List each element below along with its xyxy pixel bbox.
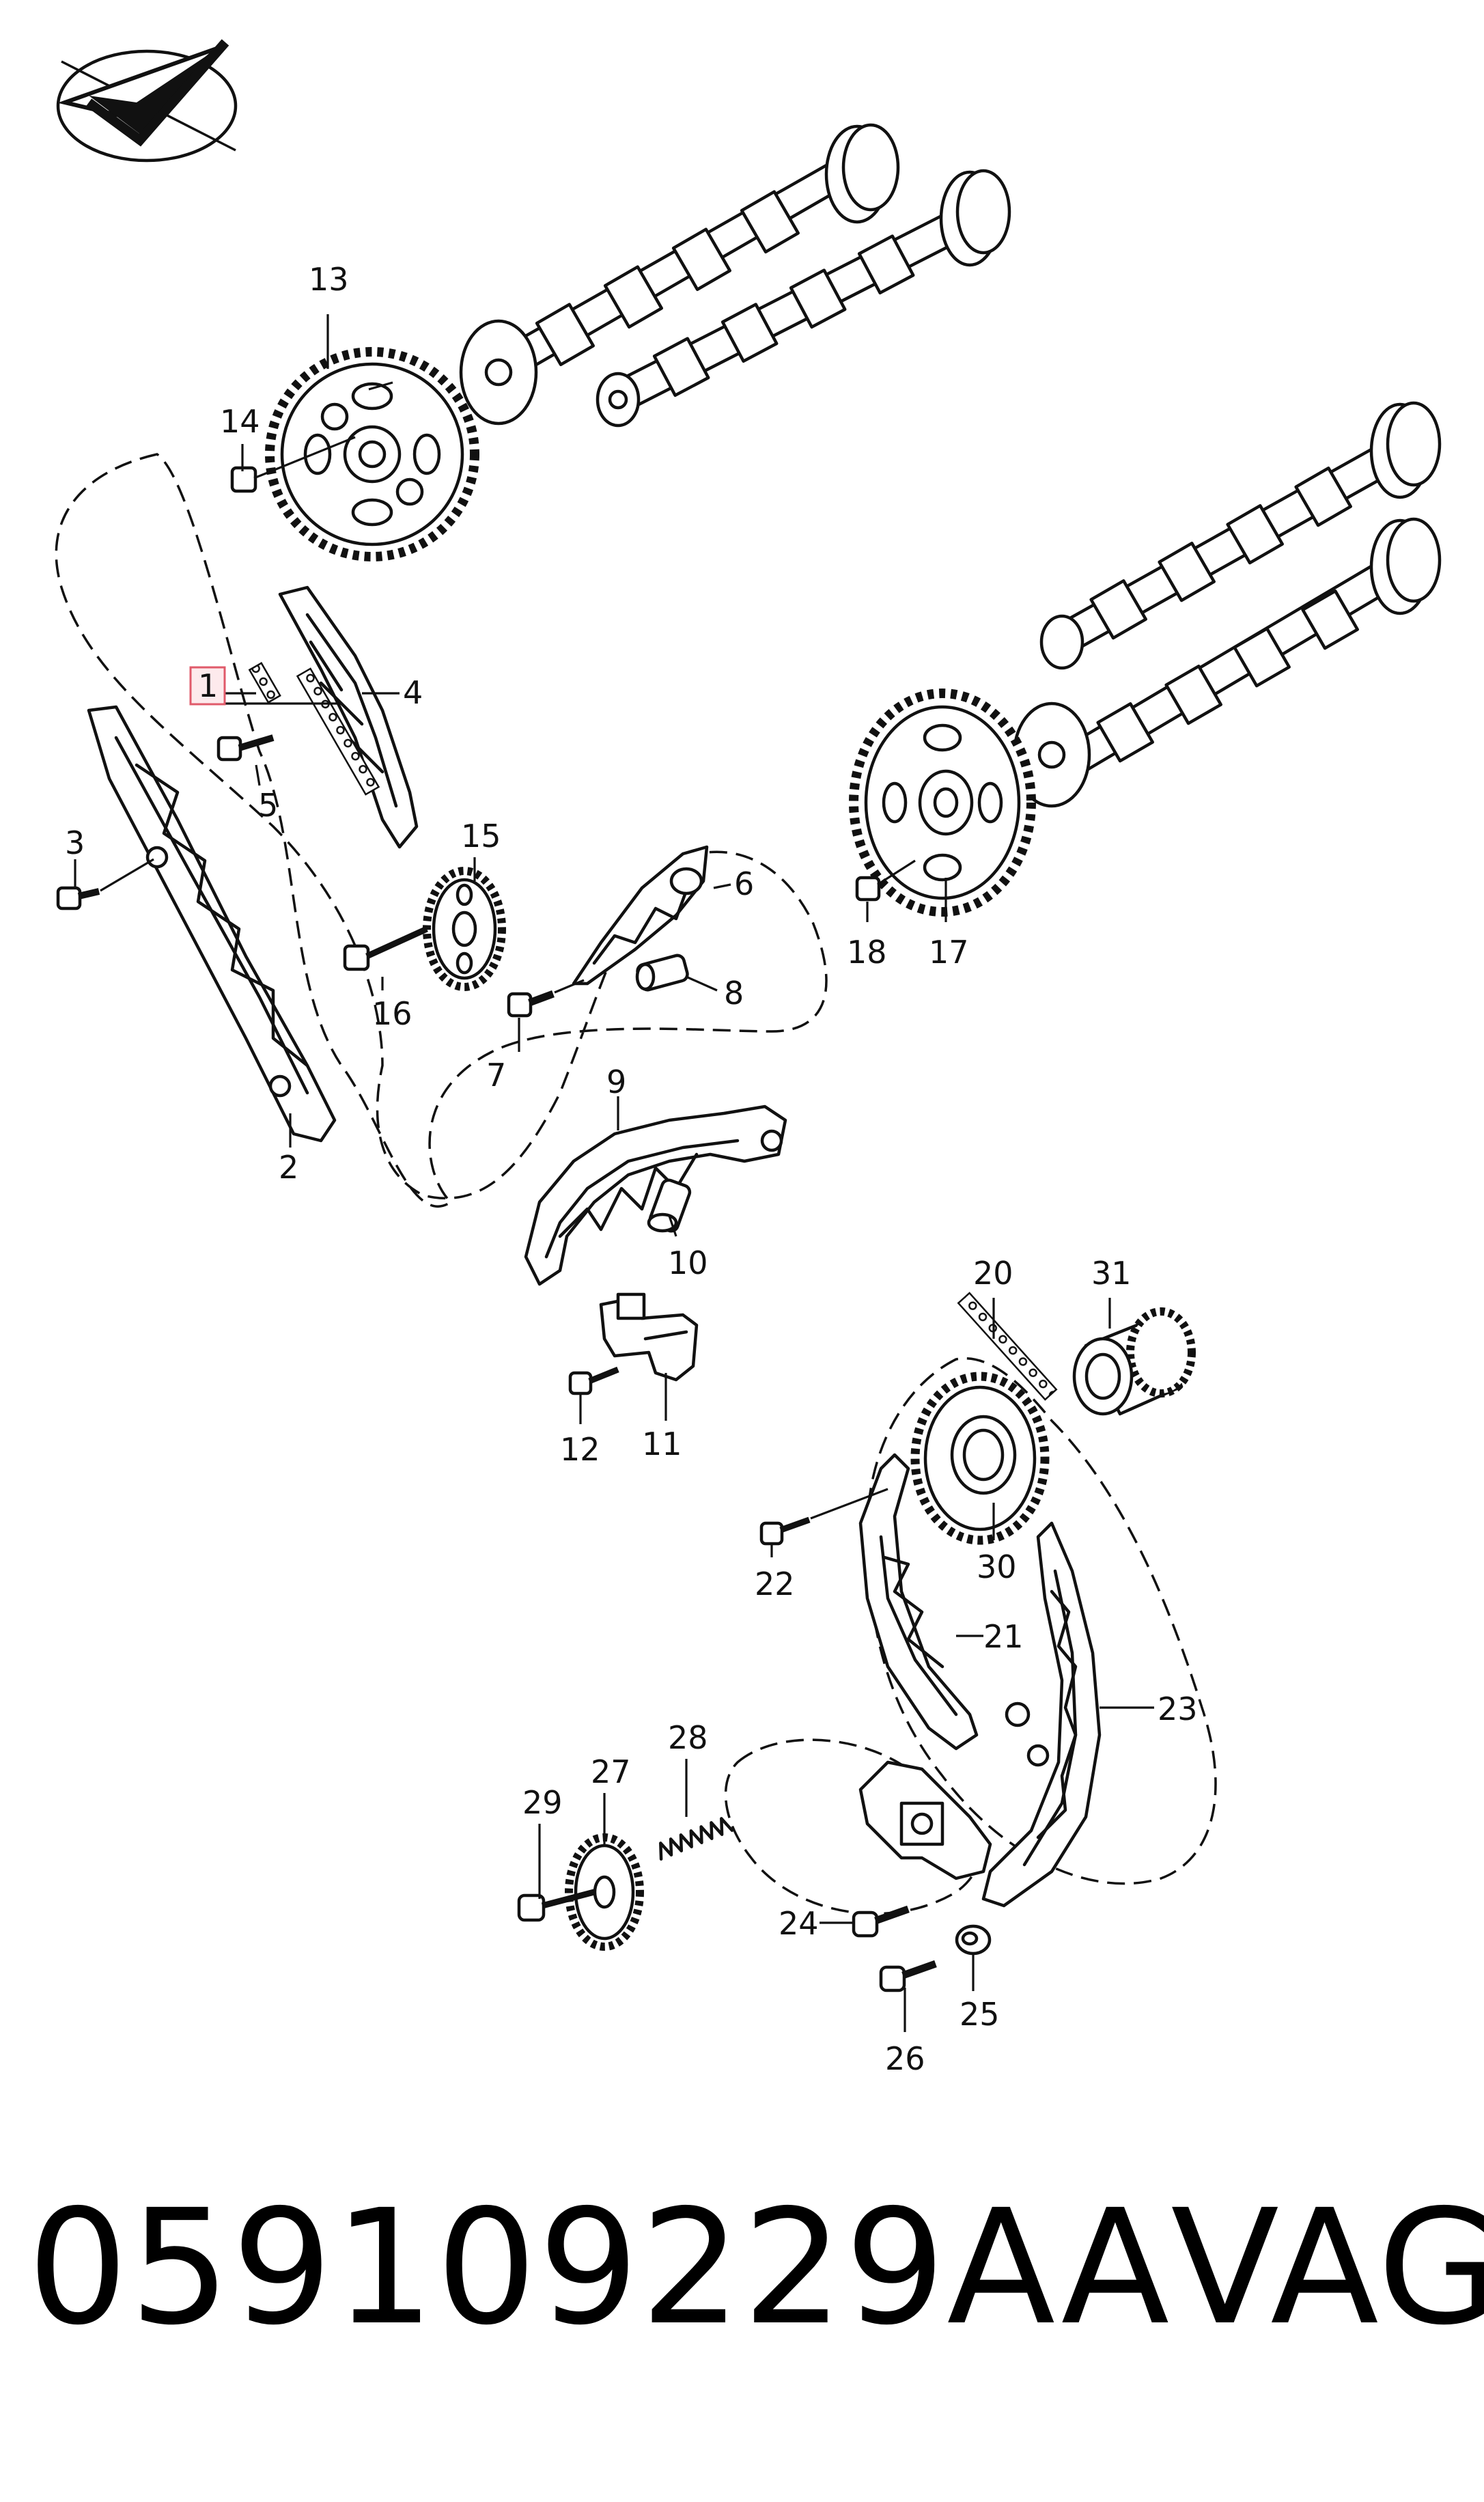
chain-tensioner <box>858 1760 992 1880</box>
bolt-29 <box>517 1889 596 1922</box>
part-number: 059109229AA <box>27 2176 1171 2360</box>
spring-28 <box>659 1817 734 1861</box>
leader-lines <box>74 314 1154 2032</box>
callout-27: 27 <box>591 1753 631 1790</box>
callout-23: 23 <box>1158 1691 1198 1727</box>
callout-16: 16 <box>372 995 412 1032</box>
callout-12: 12 <box>560 1431 600 1468</box>
washer-25 <box>955 1924 992 1956</box>
crankshaft-sprocket-30 <box>910 1372 1050 1545</box>
callout-1-highlight <box>189 666 226 706</box>
callout-2: 2 <box>279 1149 298 1186</box>
bolt-14 <box>230 436 356 493</box>
chain-segment-1 <box>296 667 380 796</box>
bolt-16 <box>343 926 428 971</box>
callout-17: 17 <box>929 934 969 971</box>
paper-plane-checkmark-logo <box>56 39 238 163</box>
bolt-7 <box>507 979 585 1018</box>
guide-rail-21 <box>858 1453 979 1751</box>
tensioner-guide-6 <box>572 845 709 986</box>
chain-link-stack <box>248 662 281 704</box>
callout-29: 29 <box>522 1784 563 1821</box>
sprocket-15 <box>423 867 506 991</box>
bolt-12 <box>568 1366 619 1395</box>
camshaft-upper-b <box>596 169 1011 428</box>
pin-8 <box>635 954 689 992</box>
chain-sprocket-20 <box>957 1292 1058 1401</box>
callout-26: 26 <box>885 2040 925 2077</box>
callout-20: 20 <box>973 1255 1013 1292</box>
bolt-5 <box>216 734 275 762</box>
callout-4: 4 <box>403 674 423 711</box>
callout-1: 1 <box>198 667 218 704</box>
bolt-22 <box>759 1488 888 1546</box>
bolt-26 <box>879 1960 937 1992</box>
callout-9: 9 <box>606 1064 626 1100</box>
callout-6: 6 <box>734 865 754 902</box>
callout-22: 22 <box>755 1566 795 1602</box>
callout-5: 5 <box>258 787 278 824</box>
oil-pump-chain-loop <box>724 1738 980 1915</box>
callout-21: 21 <box>983 1618 1024 1655</box>
brand-name: VAG <box>1171 2176 1484 2360</box>
guide-rail-23 <box>981 1521 1102 1908</box>
callout-11: 11 <box>642 1426 682 1462</box>
camshaft-sprocket-17 <box>849 689 1036 917</box>
callout-15: 15 <box>461 818 501 854</box>
callout-13: 13 <box>309 261 349 298</box>
camshaft-right-a <box>1039 401 1442 670</box>
callout-10: 10 <box>668 1245 708 1281</box>
chain-guide-4 <box>278 585 419 849</box>
callout-28: 28 <box>668 1719 708 1756</box>
chain-guide-9 <box>524 1104 787 1286</box>
callout-3: 3 <box>65 824 85 861</box>
callout-31: 31 <box>1091 1255 1132 1292</box>
bracket-11 <box>599 1292 699 1382</box>
camshaft-sprocket-13 <box>265 347 479 561</box>
callout-14: 14 <box>220 403 260 440</box>
upper-chain-loop <box>55 453 828 1208</box>
bolt-3 <box>56 858 154 911</box>
bolt-24 <box>852 1905 910 1938</box>
gear-31 <box>1072 1307 1196 1416</box>
callout-labels: 1 2 3 4 5 6 7 8 9 10 11 12 13 14 15 16 1… <box>65 261 1198 2077</box>
camshaft-right-b <box>1012 517 1442 808</box>
guide-rail-2 <box>87 705 337 1143</box>
bolt-18 <box>855 859 916 902</box>
callout-24: 24 <box>779 1905 819 1942</box>
callout-25: 25 <box>960 1996 1000 2033</box>
camshaft-upper-a <box>459 123 900 426</box>
oil-pump-sprocket-27 <box>565 1833 644 1951</box>
callout-8: 8 <box>724 975 744 1012</box>
callout-30: 30 <box>977 1548 1017 1585</box>
callout-7: 7 <box>486 1057 506 1094</box>
part-number-caption: 059109229AA VAG <box>27 2176 1484 2360</box>
callout-18: 18 <box>847 934 887 971</box>
pin-10 <box>647 1178 692 1233</box>
